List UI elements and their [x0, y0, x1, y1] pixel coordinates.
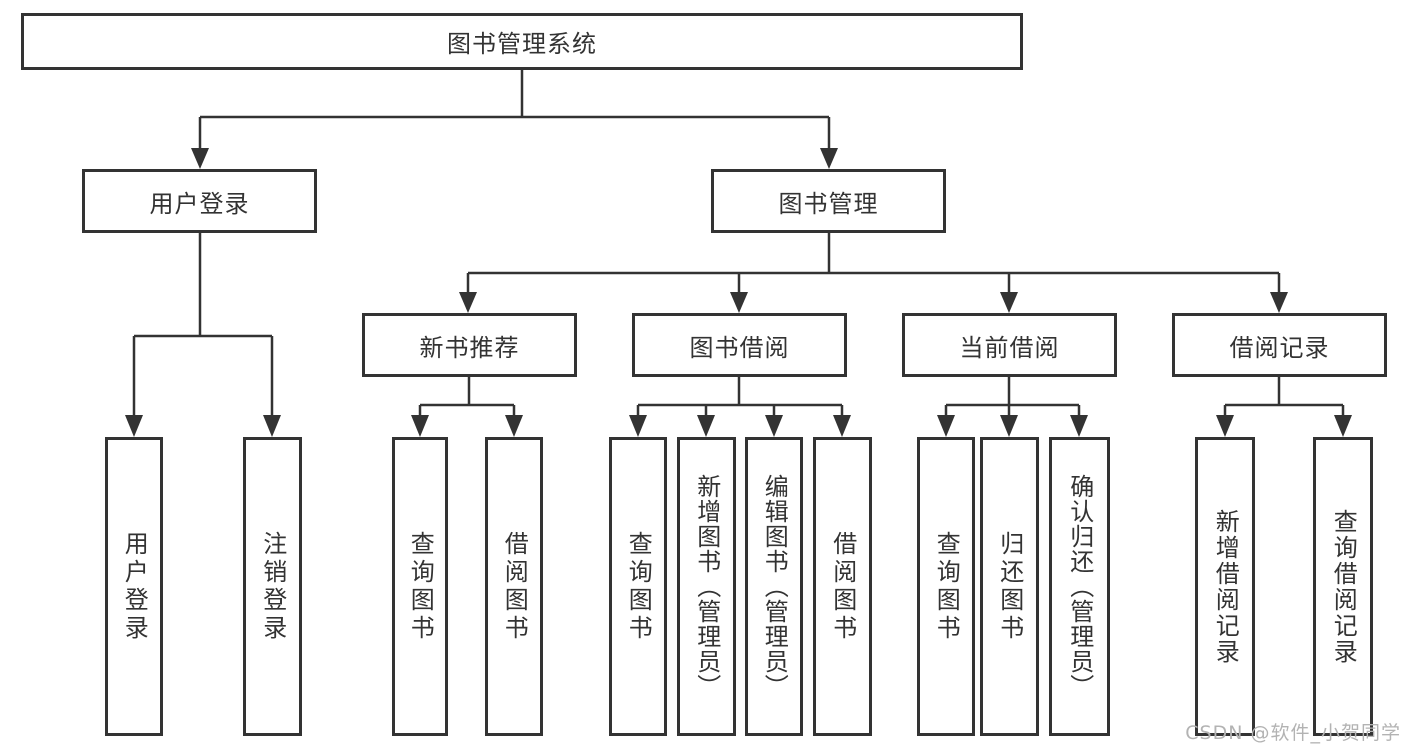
- node-book-borrow: 图书借阅: [632, 313, 847, 377]
- leaf-return-book: 归还图书: [980, 437, 1039, 736]
- leaf-add-book-admin: 新增图书（管理员）: [677, 437, 736, 736]
- node-user-login: 用户登录: [82, 169, 317, 233]
- leaf-edit-book-admin: 编辑图书（管理员）: [745, 437, 803, 736]
- leaf-query-book-recommend: 查询图书: [392, 437, 448, 736]
- connector-userlogin-to-leaves: [125, 233, 281, 437]
- connector-borrow-to-leaves: [629, 377, 851, 437]
- leaf-logout: 注销登录: [243, 437, 302, 736]
- leaf-query-book-current: 查询图书: [917, 437, 975, 736]
- leaf-confirm-return-admin: 确认归还（管理员）: [1049, 437, 1110, 736]
- leaf-borrow-book: 借阅图书: [813, 437, 872, 736]
- node-borrow-record: 借阅记录: [1172, 313, 1387, 377]
- connector-newbook-to-leaves: [411, 377, 523, 437]
- connector-bookmgmt-to-level3: [459, 233, 1288, 313]
- watermark-csdn: CSDN @软件_小贺同学: [1185, 722, 1401, 744]
- connector-root-to-level2: [191, 69, 838, 169]
- connector-current-to-leaves: [937, 377, 1088, 437]
- leaf-borrow-book-recommend: 借阅图书: [485, 437, 543, 736]
- node-book-management: 图书管理: [711, 169, 946, 233]
- connector-record-to-leaves: [1216, 377, 1352, 437]
- leaf-query-borrow-record: 查询借阅记录: [1313, 437, 1373, 736]
- node-root-system: 图书管理系统: [21, 13, 1023, 70]
- node-new-book-recommend: 新书推荐: [362, 313, 577, 377]
- node-current-borrow: 当前借阅: [902, 313, 1117, 377]
- leaf-query-book-borrow: 查询图书: [609, 437, 667, 736]
- leaf-add-borrow-record: 新增借阅记录: [1195, 437, 1255, 736]
- leaf-user-login: 用户登录: [105, 437, 163, 736]
